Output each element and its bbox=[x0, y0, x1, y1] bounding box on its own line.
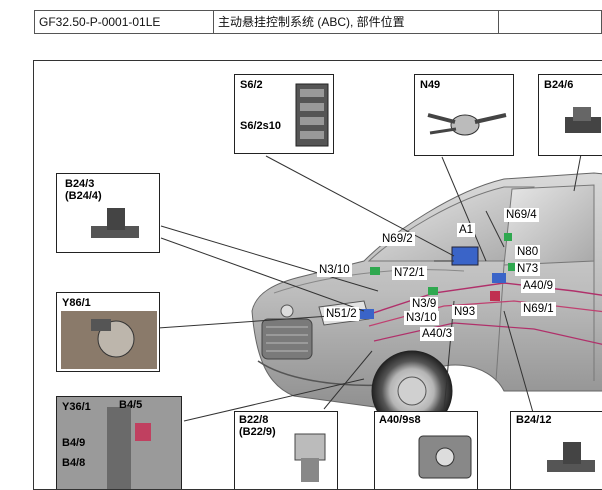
switch-panel-icon bbox=[295, 83, 329, 147]
callout-n69-4: N69/4 bbox=[504, 208, 539, 222]
label-a40-9s8: A40/9s8 bbox=[379, 414, 421, 426]
wheel-acceleration-sensor-icon bbox=[541, 440, 601, 480]
label-b24-3: B24/3 bbox=[65, 178, 94, 190]
label-s6-2s10: S6/2s10 bbox=[240, 120, 281, 132]
label-s6-2: S6/2 bbox=[240, 79, 263, 91]
callout-n72-1: N72/1 bbox=[392, 266, 427, 280]
box-s6-2: S6/2 S6/2s10 bbox=[234, 74, 334, 154]
label-n49: N49 bbox=[420, 79, 440, 91]
label-b24-4: (B24/4) bbox=[65, 190, 102, 202]
header-empty-cell bbox=[499, 11, 601, 33]
steering-angle-sensor-icon bbox=[420, 97, 510, 147]
box-y36-1: Y36/1 B4/5 B4/9 B4/8 bbox=[56, 396, 182, 490]
label-b4-5: B4/5 bbox=[119, 399, 142, 411]
callout-n73: N73 bbox=[515, 262, 540, 276]
box-b24-6: B24/6 bbox=[538, 74, 602, 156]
box-n49: N49 bbox=[414, 74, 514, 156]
label-b4-8: B4/8 bbox=[62, 457, 85, 469]
callout-a40-3: A40/3 bbox=[420, 327, 454, 341]
label-y86-1: Y86/1 bbox=[62, 297, 91, 309]
acceleration-sensor-icon bbox=[559, 105, 602, 145]
callout-a40-9: A40/9 bbox=[521, 279, 555, 293]
callout-a1: A1 bbox=[457, 223, 475, 237]
valve-unit-icon bbox=[61, 311, 157, 369]
callout-n80: N80 bbox=[515, 245, 540, 259]
body-acceleration-sensor-icon bbox=[85, 206, 145, 246]
callout-n51-2: N51/2 bbox=[324, 307, 359, 321]
box-b22-8: B22/8 (B22/9) bbox=[234, 411, 338, 490]
callout-n3-9: N3/9 bbox=[410, 297, 438, 311]
callout-n3-10-b: N3/10 bbox=[404, 311, 439, 325]
label-b4-9: B4/9 bbox=[62, 437, 85, 449]
document-header: GF32.50-P-0001-01LE 主动悬挂控制系统 (ABC), 部件位置 bbox=[34, 10, 602, 34]
label-b24-12: B24/12 bbox=[516, 414, 551, 426]
callout-n69-1: N69/1 bbox=[521, 302, 556, 316]
callout-n3-10-a: N3/10 bbox=[317, 263, 352, 277]
box-b24-3: B24/3 (B24/4) bbox=[56, 173, 160, 253]
document-title: 主动悬挂控制系统 (ABC), 部件位置 bbox=[214, 11, 499, 33]
label-b22-9: (B22/9) bbox=[239, 426, 276, 438]
document-id: GF32.50-P-0001-01LE bbox=[35, 11, 214, 33]
component-location-diagram: S6/2 S6/2s10 N49 B24/6 B24/3 (B24/4) bbox=[33, 60, 602, 490]
callout-n93: N93 bbox=[452, 305, 477, 319]
label-b24-6: B24/6 bbox=[544, 79, 573, 91]
callout-n69-2: N69/2 bbox=[380, 232, 415, 246]
box-y86-1: Y86/1 bbox=[56, 292, 160, 372]
box-b24-12: B24/12 bbox=[510, 411, 602, 490]
level-sensor-icon bbox=[287, 430, 337, 486]
box-a40-9s8: A40/9s8 bbox=[374, 411, 478, 490]
label-b22-8: B22/8 bbox=[239, 414, 268, 426]
label-y36-1: Y36/1 bbox=[62, 401, 91, 413]
